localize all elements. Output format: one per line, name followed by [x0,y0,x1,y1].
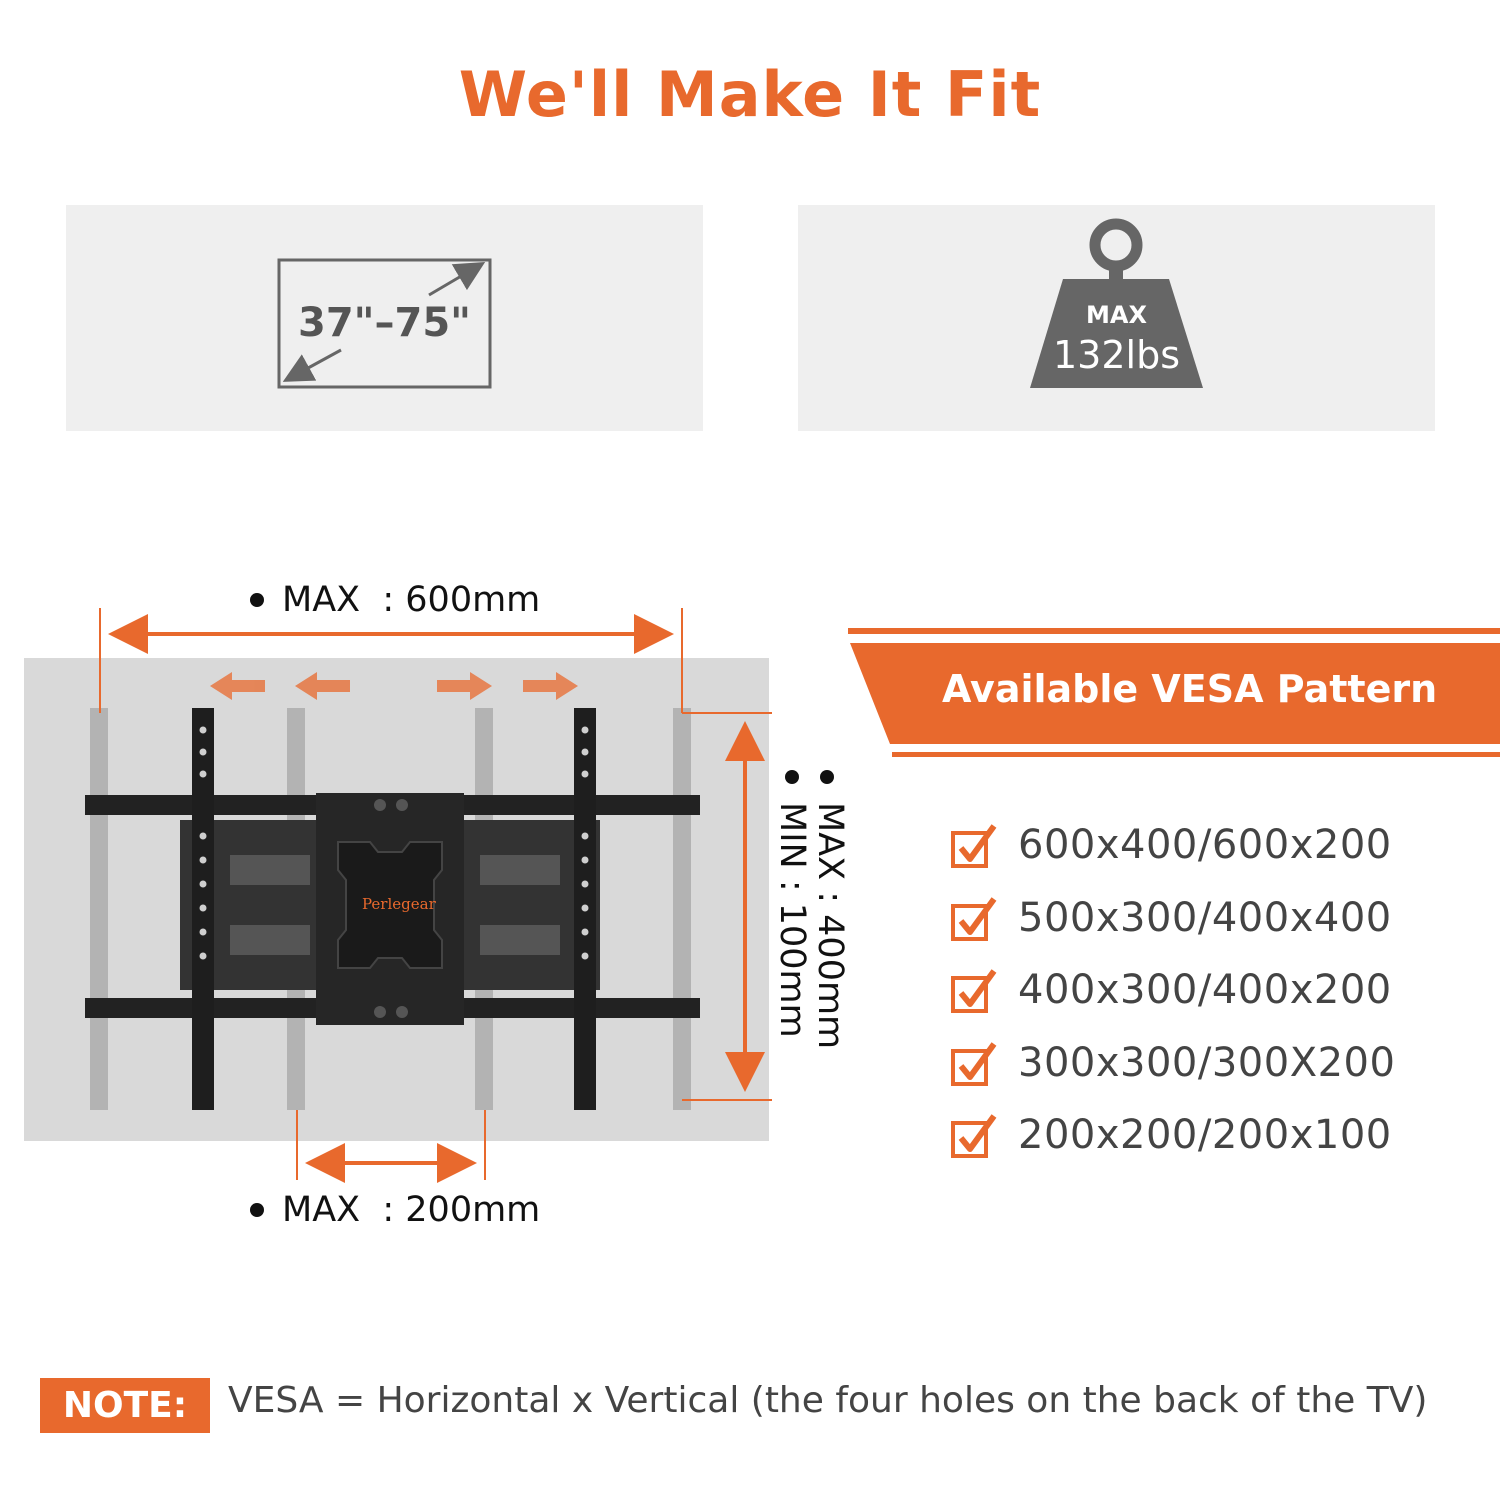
vesa-pattern: 300x300/300X200 [1018,1040,1396,1086]
vertical-max-label: MAX : 400mm [810,802,850,1050]
vesa-banner [848,628,1500,757]
mount-diagram [24,608,772,1183]
bullet-icon [250,1203,264,1217]
horizontal-max-label: MAX : 600mm [282,580,541,620]
weight-icon [1030,218,1203,388]
vesa-pattern: 600x400/600x200 [1018,822,1392,868]
bullet-icon [785,770,799,784]
checkbox-checked-icon [951,1114,997,1158]
vesa-heading: Available VESA Pattern [942,667,1438,711]
note-label: NOTE: [40,1378,210,1433]
weight-max-label: MAX [1086,301,1147,329]
weight-panel: MAX 132lbs [798,205,1435,431]
screen-size-label: 37"–75" [298,300,472,346]
page-title: We'll Make It Fit [458,58,1042,131]
checkbox-checked-icon [951,969,997,1013]
vesa-pattern: 400x300/400x200 [1018,967,1392,1013]
checkbox-checked-icon [951,824,997,868]
slide-arrows [210,672,578,700]
vertical-min-label: MIN : 100mm [772,802,812,1038]
checkbox-checked-icon [951,1042,997,1086]
checkbox-checked-icon [951,897,997,941]
list-item: 400x300/400x200 [950,965,1392,1015]
note-text: VESA = Horizontal x Vertical (the four h… [228,1380,1428,1421]
list-item: 300x300/300X200 [950,1038,1395,1088]
screen-size-panel: 37"–75" [66,205,703,431]
arm-max-label: MAX : 200mm [282,1190,541,1230]
vesa-pattern: 500x300/400x400 [1018,895,1392,941]
tv-diagonal-icon [277,258,492,389]
vesa-pattern: 200x200/200x100 [1018,1112,1392,1158]
list-item: 200x200/200x100 [950,1110,1392,1160]
list-item: 500x300/400x400 [950,893,1392,943]
brand-logo: Perlegear [362,895,436,913]
weight-value: 132lbs [1052,333,1180,377]
bullet-icon [250,593,264,607]
bullet-icon [820,770,834,784]
list-item: 600x400/600x200 [950,820,1392,870]
